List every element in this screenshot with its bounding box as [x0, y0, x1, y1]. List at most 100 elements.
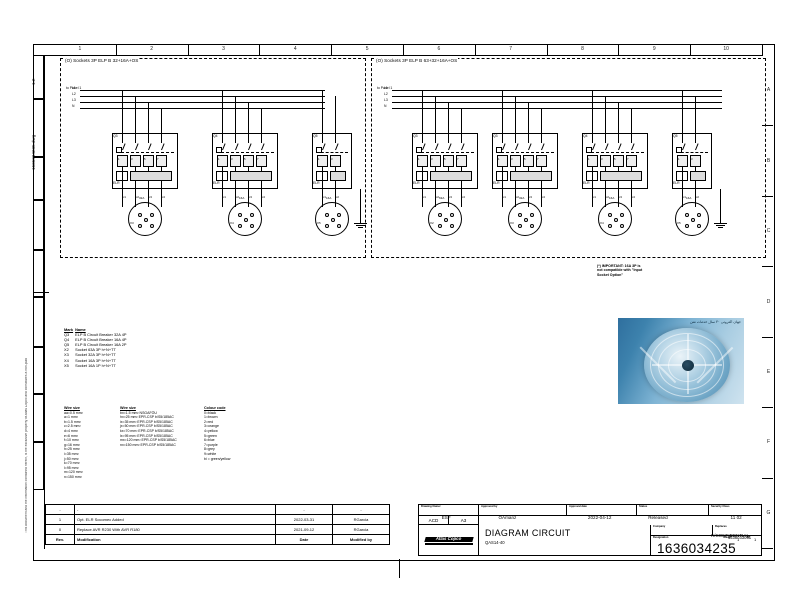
bus-drop-wire [695, 96, 696, 143]
breaker-enclosure [112, 133, 178, 189]
colour-code-item: 4=yellow [204, 428, 218, 433]
breaker-contact-label: 5 [444, 157, 446, 161]
group-2-boundary [371, 58, 766, 258]
bus-tap [112, 96, 113, 97]
socket-pin-2 [697, 213, 701, 217]
elr-body [130, 171, 172, 181]
zone-letter-E: E [766, 368, 771, 375]
socket-pin-2 [450, 213, 454, 217]
socket-rating: 16A [326, 196, 332, 200]
wire-tag: c4 [542, 195, 545, 199]
zone-tick-8 [618, 44, 620, 55]
important-note-line3: Socket Option" [597, 272, 624, 277]
wire-size-item: c=2.5 mm² [64, 424, 81, 429]
revision-cell: - [275, 504, 333, 515]
elr-body [690, 171, 706, 181]
breaker-contact-label: 5 [144, 157, 146, 161]
elr-label: ELR [673, 181, 680, 185]
bus-tap [492, 96, 493, 97]
index-tick [33, 292, 49, 293]
elr-dash-link [316, 152, 348, 153]
drawing-owner-caption: Drawing Owner [421, 505, 441, 508]
zone-letter-C: C [766, 228, 771, 235]
socket-rating: 32A [139, 196, 145, 200]
revision-row: ---- [45, 504, 390, 515]
zone-number-1: 1 [78, 46, 82, 52]
sheet-bottom-tick [399, 559, 400, 578]
socket-symbol [508, 202, 542, 236]
approved-by-caption: Approved by [481, 505, 498, 508]
wire-tag: c2 [336, 195, 339, 199]
zone-letter-A: A [766, 87, 771, 94]
elr-test-button [116, 147, 122, 153]
zone-letter-G: G [766, 509, 771, 516]
wire-tag: c2 [236, 195, 239, 199]
socket-pin-1 [608, 213, 612, 217]
elr-test-button [216, 147, 222, 153]
colour-code-item: 5=green [204, 433, 217, 438]
socket-feed-wire [682, 189, 683, 207]
wire-size-item: bx=1.5 mm² NSGAFÖU [120, 410, 157, 415]
elr-dash-link [676, 152, 708, 153]
approval-date-caption: Approval date [569, 505, 587, 508]
breaker-out-wire [322, 167, 323, 189]
bus-tap [212, 102, 213, 103]
confidentiality-text: This document and the information contai… [25, 358, 28, 533]
bus-drop-wire [448, 102, 449, 143]
bus-tap [672, 96, 673, 97]
breaker-contact-label: 5 [244, 157, 246, 161]
zone-number-9: 9 [652, 46, 656, 52]
breaker-contact [430, 155, 441, 167]
bus-tap [312, 90, 313, 91]
elr-test-button [586, 147, 592, 153]
revision-footer-cell: Modification [74, 534, 276, 545]
bus-drop-wire [335, 96, 336, 143]
zone-number-3: 3 [222, 46, 225, 52]
wire-tag: c3 [449, 195, 452, 199]
breaker-contact-label: 3 [511, 157, 513, 161]
zone-tick-6 [474, 44, 476, 55]
breaker-contact [536, 155, 547, 167]
security-class-cell: Security Class11 02 K/CONFIDENTIAL [709, 505, 761, 538]
socket-pin-5 [331, 218, 335, 222]
breaker-contact-label: 3 [601, 157, 603, 161]
legend-mark: X3 [64, 352, 69, 358]
bus-n-g2 [392, 108, 722, 109]
elr-label: ELR [413, 181, 420, 185]
drawing-title: DIAGRAM CIRCUIT [485, 528, 571, 538]
bus-tap [672, 90, 673, 91]
breaker-out-wire [222, 167, 223, 189]
bus-drop-wire [515, 96, 516, 143]
breaker-contact [256, 155, 267, 167]
approved-by-value: OAmanz [498, 515, 517, 520]
wire-tag: c1 [683, 195, 686, 199]
bus-tap [412, 102, 413, 103]
bus-l3-g2 [392, 102, 722, 103]
elr-label: ELR [113, 181, 120, 185]
elr-body [230, 171, 272, 181]
socket-feed-wire [422, 189, 423, 207]
wire-tag: c4 [162, 195, 165, 199]
elr-test-button [416, 147, 422, 153]
photo-watermark-text: جهان اکتروتی ۳۰ سال خدمات متن [690, 320, 741, 324]
bus-tap [492, 102, 493, 103]
socket-feed-wire [135, 189, 136, 207]
wire-size-left-header: Wire size [64, 406, 80, 410]
bus-tap [582, 102, 583, 103]
breaker-contact-label: 1 [588, 157, 590, 161]
legend-name: Socket 16A 3P h+N+TT [75, 357, 116, 363]
breaker-contact [230, 155, 241, 167]
socket-pin-3 [685, 224, 689, 228]
elr-test-button [676, 147, 682, 153]
socket-symbol [598, 202, 632, 236]
bus-tap [112, 108, 113, 109]
title-block-top-strip: Drawing OwnerESF Approved byOAmanz Appro… [419, 505, 761, 538]
breaker-contact [217, 155, 228, 167]
elr-label: ELR [583, 181, 590, 185]
wire-tag: c1 [223, 195, 226, 199]
socket-pin-3 [238, 224, 242, 228]
legend-name: ELP B Circuit Breaker 16A 4P [75, 337, 127, 343]
